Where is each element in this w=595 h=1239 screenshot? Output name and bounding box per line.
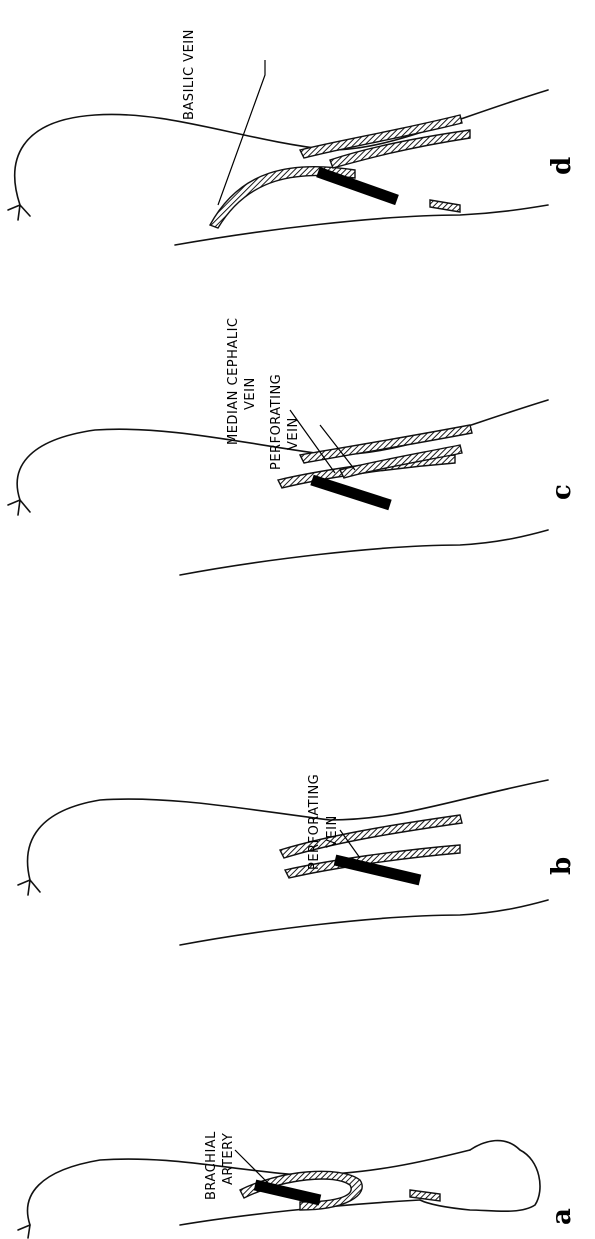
panel-letter-b: b bbox=[547, 857, 577, 875]
panel-letter-c: c bbox=[547, 484, 577, 500]
distal-vein-d bbox=[430, 200, 460, 212]
label-perforating-b-2: VEIN bbox=[325, 815, 340, 848]
arm-outline-d bbox=[15, 90, 548, 205]
hand-stub-a bbox=[18, 1225, 30, 1238]
label-brachial-1: BRACHIAL bbox=[204, 1131, 219, 1200]
panel-b: PERFORATING VEIN b bbox=[18, 774, 577, 945]
brachial-artery-d bbox=[318, 172, 397, 200]
label-perforating-c-2: VEIN bbox=[286, 417, 301, 450]
arm-outline-c-lower bbox=[180, 530, 548, 575]
panel-letter-d: d bbox=[547, 157, 577, 175]
label-median-cephalic-1: MEDIAN CEPHALIC bbox=[226, 318, 241, 445]
label-median-cephalic-2: VEIN bbox=[243, 377, 258, 410]
arm-outline-b-lower bbox=[180, 900, 548, 945]
leader-brachial bbox=[235, 1150, 270, 1185]
label-brachial-2: ARTERY bbox=[221, 1133, 236, 1185]
arm-outline-b bbox=[28, 780, 548, 880]
hand-stub-c bbox=[8, 500, 30, 515]
panel-letter-a: a bbox=[547, 1208, 577, 1225]
label-perforating-b-1: PERFORATING bbox=[307, 774, 322, 870]
distal-vein-a bbox=[410, 1190, 440, 1201]
brachial-artery-a bbox=[255, 1185, 320, 1200]
hand-stub-d bbox=[8, 205, 30, 220]
label-perforating-c-1: PERFORATING bbox=[269, 374, 284, 470]
artery-c bbox=[312, 480, 390, 505]
label-basilic-vein: BASILIC VEIN bbox=[182, 29, 197, 120]
panel-c: MEDIAN CEPHALIC VEIN PERFORATING VEIN c bbox=[8, 318, 577, 575]
hand-stub-b bbox=[18, 880, 40, 895]
panel-d: BASILIC VEIN d bbox=[8, 29, 577, 245]
panel-a: BRACHIAL ARTERY a bbox=[18, 1131, 577, 1238]
